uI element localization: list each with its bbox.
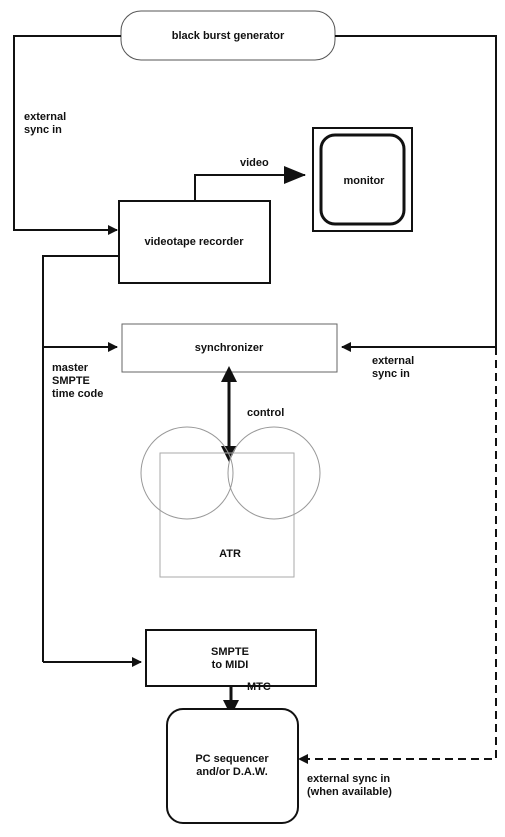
ext-sync-vtr-label: external sync in [24, 111, 67, 136]
video-line [194, 166, 306, 201]
videotape-recorder-label: videotape recorder [144, 236, 244, 248]
atr-reel-right [227, 426, 321, 520]
black-burst-generator-label: black burst generator [171, 30, 285, 42]
master-smpte-label: master SMPTE time code [52, 362, 104, 400]
atr-box [159, 452, 295, 578]
synchronizer-label: synchronizer [194, 342, 264, 354]
ext-sync-synchronizer-label: external sync in [372, 355, 415, 380]
videotape-recorder-box [118, 200, 271, 284]
pc-sequencer-label: PC sequencer and/or D.A.W. [195, 753, 269, 778]
ext-sync-pc-dashed-line [298, 347, 497, 764]
pc-sequencer-box [166, 708, 299, 824]
mtc-label: MTC [247, 681, 271, 693]
control-label: control [247, 407, 285, 419]
smpte-to-midi-box [145, 629, 317, 687]
atr-label: ATR [219, 548, 241, 560]
monitor-label: monitor [343, 175, 385, 187]
atr-reel-left [140, 426, 234, 520]
ext-sync-synchronizer-line [335, 35, 497, 352]
master-smpte-trunk [42, 255, 119, 662]
synchronizer-box [121, 323, 338, 373]
video-label: video [240, 157, 269, 169]
ext-sync-vtr-line [13, 35, 121, 235]
ext-sync-pc-label: external sync in (when available) [307, 773, 392, 798]
smpte-to-midi-label: SMPTE to MIDI [211, 646, 249, 671]
monitor-screen [319, 133, 406, 226]
